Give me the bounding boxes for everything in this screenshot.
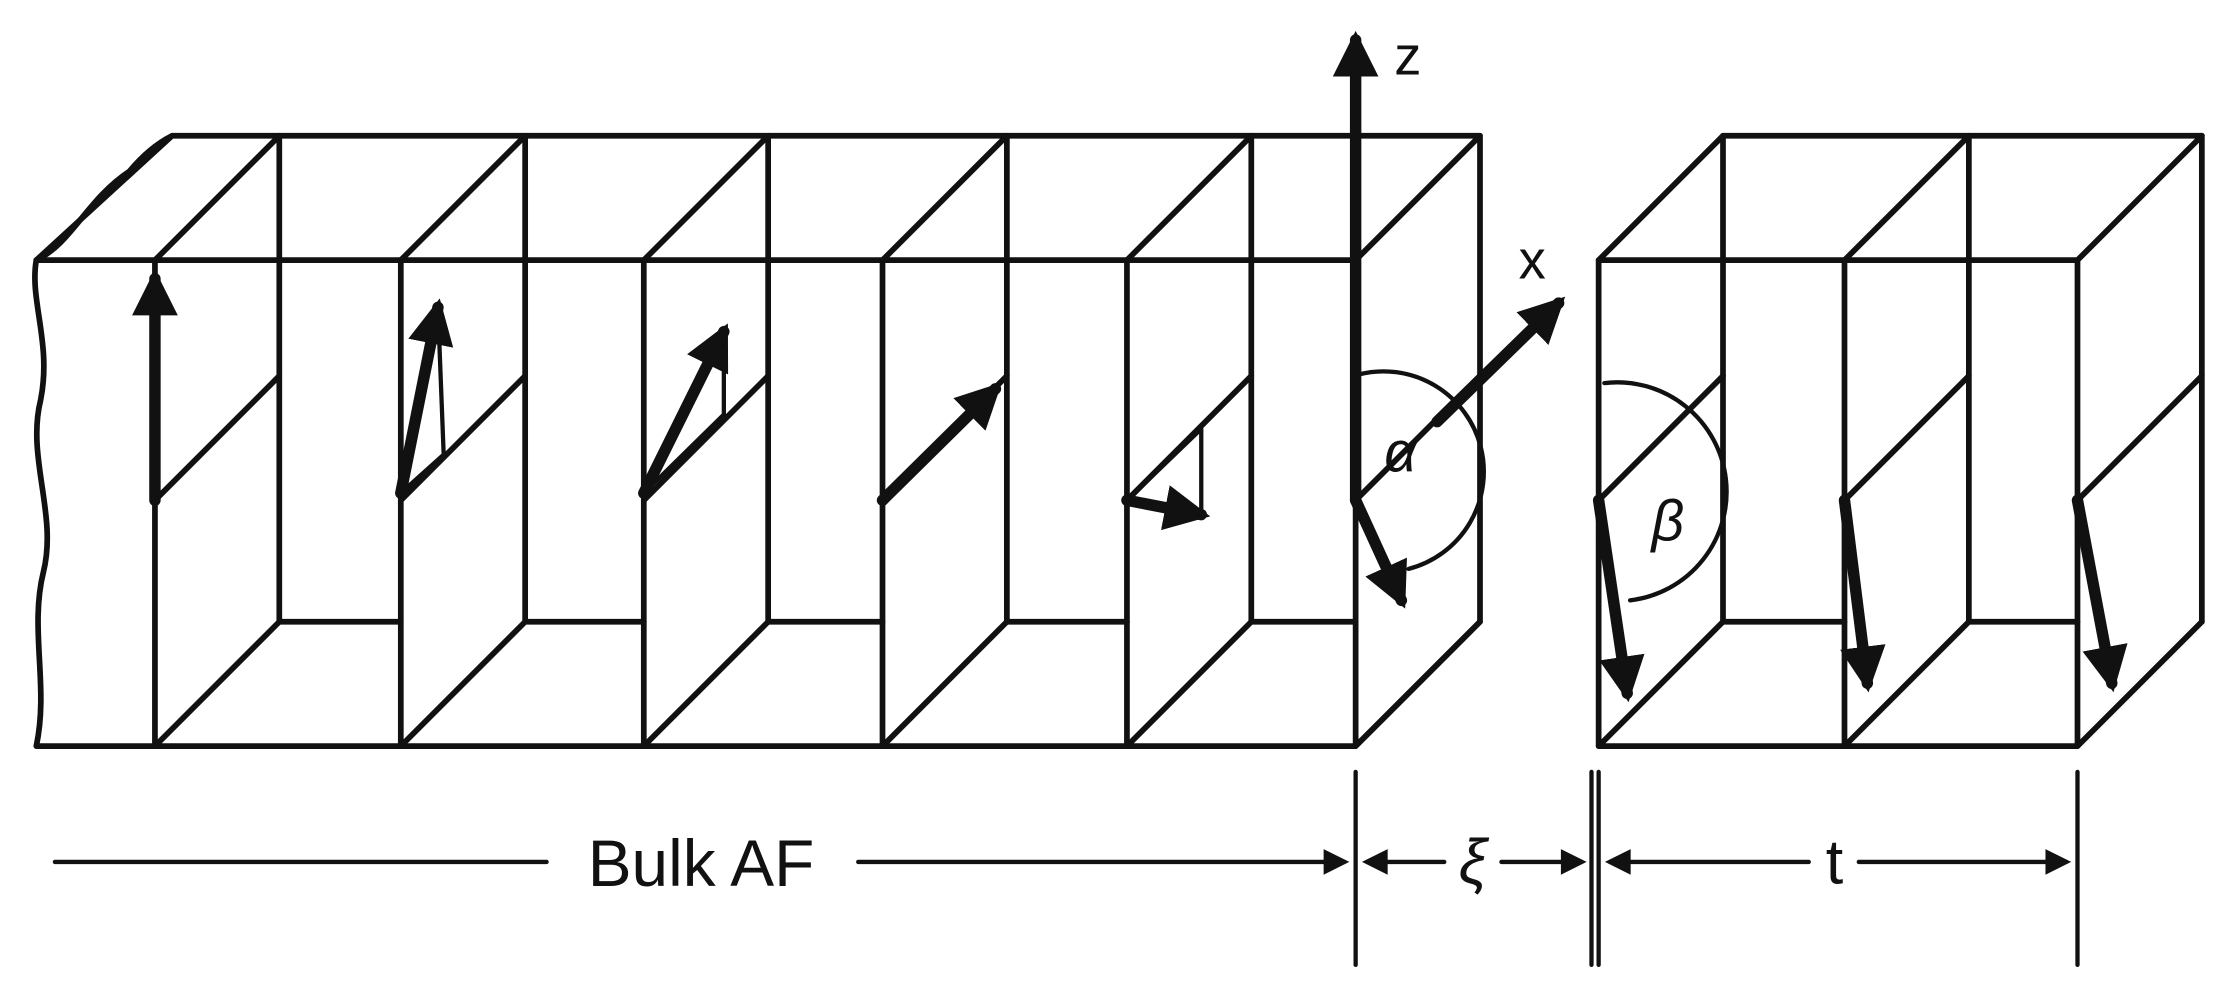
bulk-atomic-planes [152,132,1483,750]
beta-arc [1602,380,1729,603]
bulk-af-label: Bulk AF [588,826,815,900]
bulk-spin-3 [638,323,730,499]
alpha-arc [1356,369,1487,572]
z-axis-label: z [1394,25,1421,86]
xi-label: ξ [1459,827,1490,897]
bulk-af-block [32,132,1483,750]
bulk-spin-4 [876,382,1002,507]
fm-spin-2 [1838,494,1886,693]
interface-spin [1349,494,1408,609]
fm-spin-3 [2071,494,2128,693]
x-axis-label: x [1519,230,1546,291]
fm-spin-1 [1592,494,1645,703]
alpha-label: α [1384,421,1418,485]
beta-label: β [1650,489,1685,553]
t-label: t [1826,827,1844,897]
dimension-guides [1353,769,2080,967]
bulk-spin-2 [395,298,454,499]
bulk-spin-5 [1121,426,1211,531]
